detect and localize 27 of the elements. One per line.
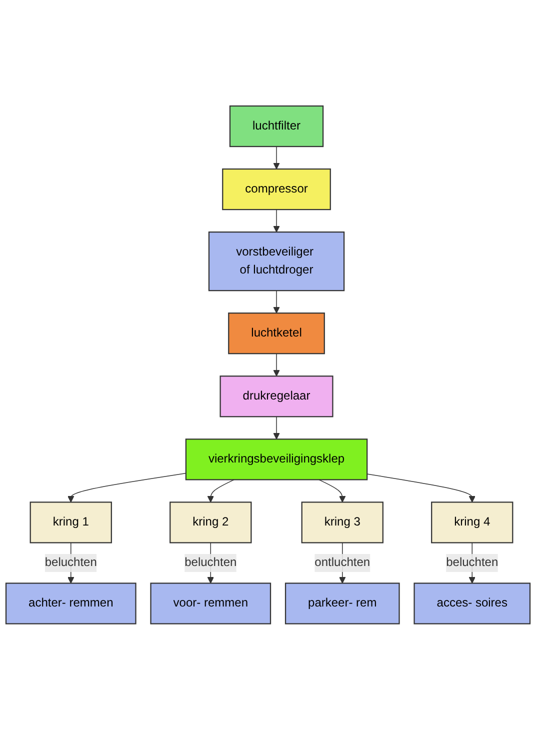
arrow	[318, 478, 346, 502]
node-box: voor- remmen	[150, 582, 272, 624]
edge-label: beluchten	[44, 556, 97, 569]
node-box: vorstbeveiliger of luchtdroger	[208, 231, 345, 291]
arrow	[207, 478, 235, 502]
node-box: kring 2	[170, 501, 252, 543]
arrow	[273, 146, 280, 169]
edge-label: beluchten	[446, 556, 498, 569]
node-box: luchtketel	[228, 312, 325, 354]
arrow	[273, 352, 280, 376]
arrow	[68, 472, 186, 502]
node-box: parkeer- rem	[284, 582, 400, 624]
edge-label: beluchten	[184, 556, 237, 569]
node-box: vierkringsbeveiligingsklep	[185, 438, 368, 480]
arrow	[273, 290, 280, 314]
node-box: drukregelaar	[220, 375, 334, 417]
node-box: kring 3	[301, 501, 384, 543]
node-box: kring 4	[431, 501, 514, 543]
node-box: kring 1	[30, 501, 112, 543]
edge-label: ontluchten	[314, 556, 370, 569]
node-box: acces- soires	[414, 582, 531, 624]
node-box: luchtfilter	[229, 105, 324, 147]
arrow	[366, 473, 476, 502]
node-box: compressor	[222, 168, 331, 210]
arrow	[273, 416, 280, 440]
arrow	[273, 208, 280, 232]
node-box: achter- remmen	[5, 582, 136, 624]
